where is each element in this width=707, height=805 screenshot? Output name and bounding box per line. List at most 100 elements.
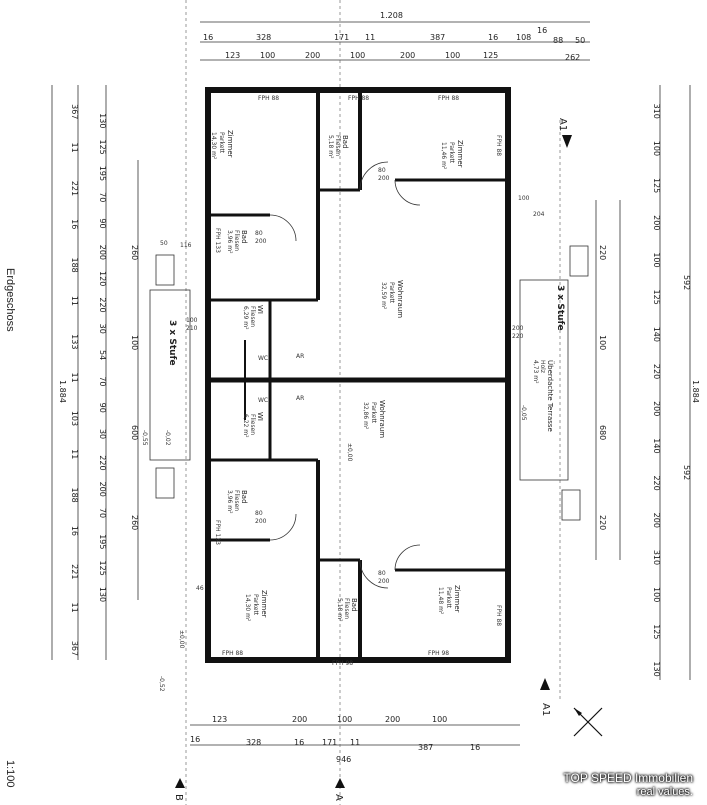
dim-label: 200	[400, 51, 415, 60]
dim-label: 130	[98, 587, 107, 602]
misc-dim: WC	[258, 355, 268, 362]
window-label: FPH 98	[332, 660, 353, 667]
room-floor: Holz	[539, 360, 546, 373]
dim-label: 387	[418, 743, 433, 752]
dim-label: 220	[652, 475, 661, 490]
dim-top-total: 1.208	[380, 11, 403, 20]
room-area: 6,22 m²	[242, 414, 249, 438]
brand-tagline: real values.	[636, 786, 693, 798]
room-name: Zimmer	[226, 130, 234, 158]
room-floor: Fliesen	[249, 306, 256, 327]
dim-label: 100	[350, 51, 365, 60]
dim-label: 11	[70, 603, 79, 613]
dim-label: 328	[256, 33, 271, 42]
misc-dim: 210	[186, 325, 198, 332]
dim-label: 188	[70, 258, 79, 273]
dim-label: 133	[70, 334, 79, 349]
section-a: A	[333, 794, 344, 801]
stairs-label-right: 3 x Stufe	[555, 285, 565, 331]
level-marker: -0,02	[164, 430, 171, 446]
window-label: FPH 88	[438, 95, 459, 102]
dim-label: 100	[260, 51, 275, 60]
dim-label: 221	[70, 564, 79, 579]
dim-label: 16	[294, 738, 304, 747]
misc-dim: 204	[533, 211, 545, 218]
door-label: 80	[255, 230, 263, 237]
walls	[205, 87, 511, 663]
floor-name: Erdgeschoss	[4, 268, 16, 332]
room-area: 3,96 m²	[226, 230, 233, 254]
window-labels: FPH 88 FPH 88 FPH 88 FPH 88 FPH 98 FPH 9…	[214, 95, 502, 667]
dim-label: 200	[652, 513, 661, 528]
room-name: WI	[256, 305, 264, 314]
level-marker: -0,52	[158, 676, 165, 692]
dim-label: 100	[652, 587, 661, 602]
misc-dim: 200	[512, 325, 524, 332]
dim-label: 310	[652, 550, 661, 565]
room-name: Zimmer	[260, 590, 268, 618]
dim-label: 200	[652, 401, 661, 416]
window-label: FPH 133	[214, 228, 221, 253]
dim-label: 100	[652, 252, 661, 267]
top-dimensions: 1.208 16 328 171 11 387 16 108 16 88 50 …	[200, 11, 590, 62]
section-arrow-a	[335, 778, 345, 788]
dim-label: 70	[98, 508, 107, 518]
misc-dim: AR	[296, 395, 304, 402]
dim-label: 220	[98, 297, 107, 312]
step-block	[569, 245, 589, 277]
section-arrow-b	[175, 778, 185, 788]
dim-label: 100	[337, 715, 352, 724]
dim-label: 188	[70, 488, 79, 503]
dim-label: 262	[565, 53, 580, 62]
window-label: FPH 88	[348, 95, 369, 102]
misc-dim: AR	[296, 353, 304, 360]
misc-dim: 116	[180, 242, 192, 249]
room-floor: Parkett	[445, 587, 452, 609]
dim-label: 328	[246, 738, 261, 747]
dim-label: 123	[212, 715, 227, 724]
room-name: Zimmer	[453, 585, 461, 613]
dim-label: 220	[98, 455, 107, 470]
dim-label: 260	[130, 515, 139, 530]
room-area: 3,96 m²	[226, 490, 233, 514]
door-labels: 80 200 80 200 80 200 80 200	[255, 167, 390, 585]
dim-label: 100	[432, 715, 447, 724]
dim-label: 125	[98, 139, 107, 154]
room-area: 4,73 m²	[532, 360, 539, 384]
dim-label: 200	[292, 715, 307, 724]
room-floor: Parkett	[388, 282, 395, 304]
dim-label: 592	[682, 465, 691, 480]
room-floor: Parkett	[448, 142, 455, 164]
dim-label: 11	[70, 143, 79, 153]
dim-label: 108	[516, 33, 531, 42]
dim-label: 100	[598, 335, 607, 350]
dim-label: 200	[98, 245, 107, 260]
dim-label: 11	[365, 33, 375, 42]
room-floor: Fliesen	[343, 598, 350, 619]
dim-label: 16	[70, 526, 79, 536]
left-col2: 1301251957090200120220305470903022020070…	[98, 113, 107, 602]
section-a1-top: A1	[557, 118, 568, 131]
room-floor: Parkett	[218, 132, 225, 154]
step-block	[155, 254, 175, 286]
dim-label: 125	[652, 290, 661, 305]
misc-dim: 50	[160, 240, 168, 247]
dim-label: 100	[652, 141, 661, 156]
level-marker: ±0,00	[178, 630, 185, 649]
dim-label: 11	[70, 373, 79, 383]
dim-label: 125	[652, 178, 661, 193]
misc-dim: WC	[258, 397, 268, 404]
dim-label: 120	[98, 271, 107, 286]
level-marker: -0,05	[520, 405, 527, 421]
dim-label: 592	[682, 275, 691, 290]
dim-label: 220	[598, 515, 607, 530]
dim-label: 16	[190, 735, 200, 744]
dim-label: 16	[488, 33, 498, 42]
dim-label: 130	[98, 113, 107, 128]
door-label: 80	[255, 510, 263, 517]
section-arrow-top	[562, 135, 572, 148]
dim-label: 30	[98, 429, 107, 439]
